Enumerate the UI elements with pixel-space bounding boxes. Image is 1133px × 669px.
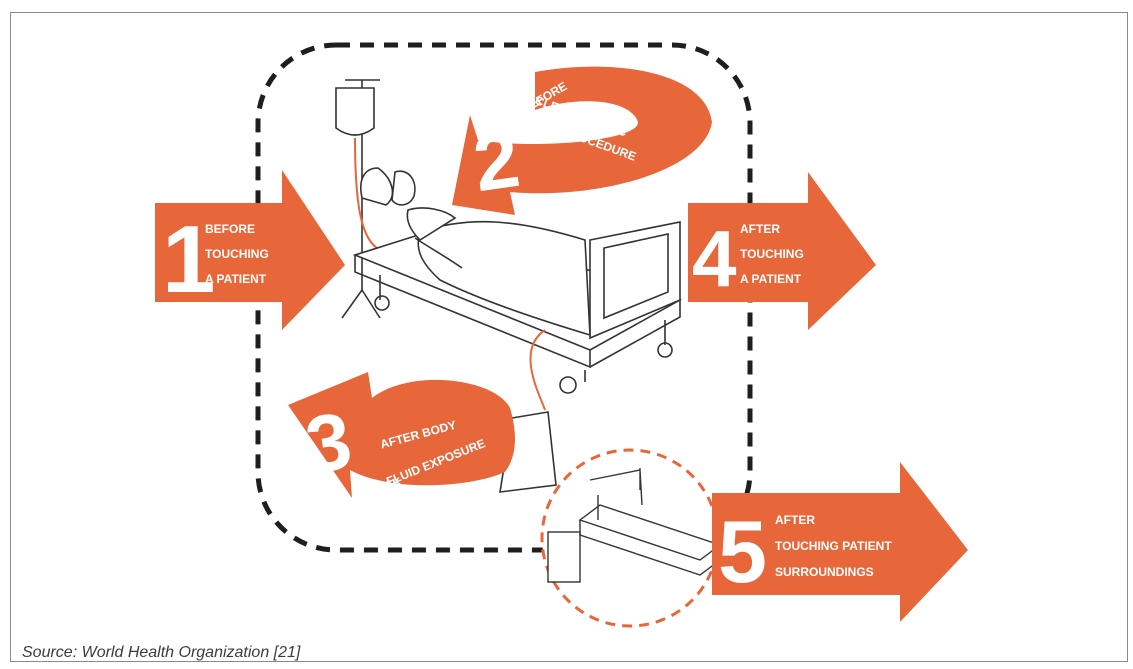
moment-4-number: 4 xyxy=(692,214,737,303)
moment-5-label-line-2: TOUCHING PATIENT xyxy=(775,539,892,553)
hospital-bed-illustration xyxy=(352,167,682,394)
moment-5-label-line-3: SURROUNDINGS xyxy=(775,565,874,579)
moment-4-arrow: 4 AFTER TOUCHING A PATIENT xyxy=(688,172,876,330)
source-caption: Source: World Health Organization [21] xyxy=(22,644,301,661)
moment-4-label-line-3: A PATIENT xyxy=(740,272,802,286)
moment-3-arrow: 3 AFTER BODY FLUID EXPOSURE RISK xyxy=(288,372,515,498)
figure-frame xyxy=(10,12,1128,662)
moment-2-arrow: 2 BEFORE CLEAN/ASEPTIC PROCEDURE xyxy=(452,66,712,215)
moment-1-label-line-2: TOUCHING xyxy=(205,247,269,261)
moment-1-number: 1 xyxy=(162,206,215,313)
moment-1-label-line-1: BEFORE xyxy=(205,222,255,236)
moment-4-label-line-2: TOUCHING xyxy=(740,247,804,261)
moment-1-arrow: 1 BEFORE TOUCHING A PATIENT xyxy=(155,170,345,330)
moment-5-number: 5 xyxy=(718,502,767,601)
moment-5-label-line-1: AFTER xyxy=(775,513,815,527)
moment-1-label-line-3: A PATIENT xyxy=(205,272,267,286)
moment-4-label-line-1: AFTER xyxy=(740,222,780,236)
moment-5-arrow: 5 AFTER TOUCHING PATIENT SURROUNDINGS xyxy=(712,462,968,622)
